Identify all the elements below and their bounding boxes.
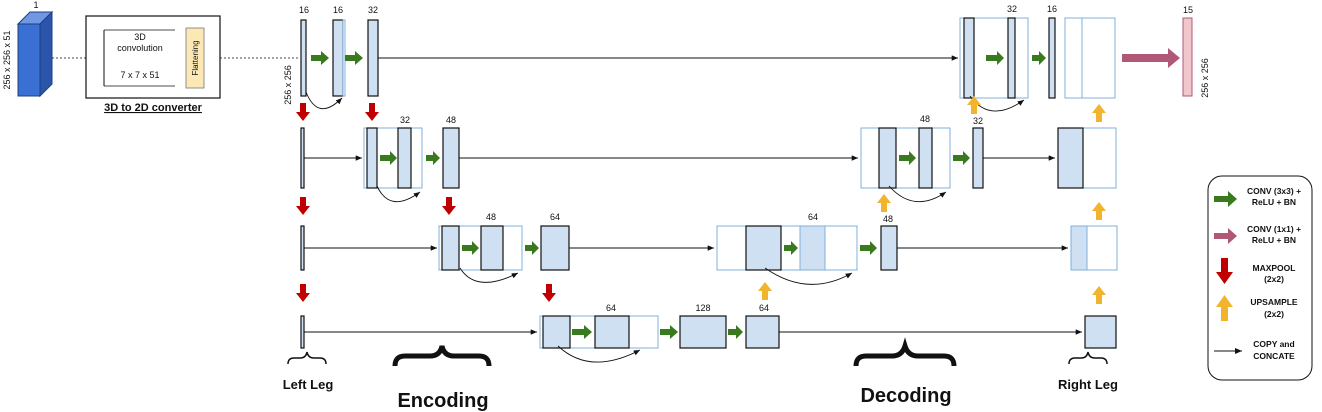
block-l4-3 <box>679 315 727 349</box>
ch-label-d1-b: 16 <box>1047 4 1057 14</box>
right-leg-brace <box>1068 351 1108 365</box>
legend-conv3-label-2: ReLU + BN <box>1252 197 1296 207</box>
ch-label-l1-a: 16 <box>299 5 309 15</box>
legend-upsample-label: UPSAMPLE <box>1250 297 1298 307</box>
flattening-label: Flattening <box>191 40 200 75</box>
encoding-label: Encoding <box>397 390 488 412</box>
legend-conv1-label-2: ReLU + BN <box>1252 235 1296 245</box>
conv1x1-output-arrow <box>1122 48 1180 68</box>
legend-conv3-arrow <box>1214 191 1237 207</box>
block-l1-2 <box>332 19 344 97</box>
block-l3-pool <box>300 225 305 271</box>
block-l2-3 <box>442 127 460 189</box>
input-size-label: 256 x 256 x 51 <box>2 30 12 89</box>
block-r4 <box>1084 315 1117 349</box>
conv-arrows <box>311 51 1046 339</box>
block-l4-1 <box>542 315 571 349</box>
upsample-arrows <box>758 96 1106 304</box>
left-leg-label: Left Leg <box>283 377 334 392</box>
legend-maxpool-label: MAXPOOL <box>1253 263 1296 273</box>
decoding-label: Decoding <box>860 385 951 407</box>
ch-label-l3-b: 64 <box>550 212 560 222</box>
block-l2-1 <box>366 127 378 189</box>
input-channels-label: 1 <box>33 0 38 10</box>
ch-label-l4-c: 64 <box>759 303 769 313</box>
converter-box <box>85 15 221 99</box>
legend-maxpool-arrow <box>1216 258 1233 284</box>
block-l3-2 <box>480 225 504 271</box>
ch-label-d3-a: 64 <box>808 212 818 222</box>
ch-label-d2-b: 32 <box>973 116 983 126</box>
block-l1-2-concat <box>342 19 346 97</box>
input-volume-cube <box>16 10 54 98</box>
block-l1-1 <box>300 19 307 97</box>
legend-upsample-arrow <box>1216 295 1233 321</box>
block-d3-3 <box>880 225 898 271</box>
block-l4-pool <box>300 315 305 349</box>
ch-label-d1-a: 32 <box>1007 4 1017 14</box>
legend-conv1-label: CONV (1x1) + <box>1247 224 1301 234</box>
ch-label-l4-b: 128 <box>695 303 710 313</box>
encoding-brace <box>392 345 492 367</box>
decoding-brace <box>853 337 957 367</box>
block-l4-4 <box>745 315 780 349</box>
ch-label-l2-b: 48 <box>446 115 456 125</box>
block-d1-2 <box>1007 17 1016 99</box>
output-channels-label: 15 <box>1183 5 1193 15</box>
block-l4-2 <box>594 315 630 349</box>
block-d2-3 <box>972 127 984 189</box>
ch-label-l1-c: 32 <box>368 5 378 15</box>
ch-label-l1-b: 16 <box>333 5 343 15</box>
block-r2-inner <box>1057 127 1084 189</box>
legend-copy-label-2: CONCATE <box>1253 351 1295 361</box>
block-d1-3 <box>1048 17 1056 99</box>
right-leg-label: Right Leg <box>1058 377 1118 392</box>
legend: CONV (3x3) + ReLU + BN CONV (1x1) + ReLU… <box>1207 175 1313 381</box>
ch-label-l4-a: 64 <box>606 303 616 313</box>
block-l2-2 <box>397 127 412 189</box>
legend-upsample-label-2: (2x2) <box>1264 309 1284 319</box>
converter-conv-title: 3D <box>134 32 146 42</box>
legend-conv1-arrow <box>1214 228 1237 244</box>
copy-concat-lines <box>304 55 1082 363</box>
legend-copy-label: COPY and <box>1253 339 1294 349</box>
output-size-label: 256 x 256 <box>1200 58 1210 98</box>
output-block <box>1182 17 1193 97</box>
block-d2-2 <box>918 127 933 189</box>
block-d1-1 <box>963 17 975 99</box>
block-d2-1 <box>878 127 897 189</box>
block-d3-1 <box>745 225 782 271</box>
left-leg-brace <box>287 351 327 365</box>
legend-conv3-label: CONV (3x3) + <box>1247 186 1301 196</box>
top-size-label: 256 x 256 <box>283 65 293 105</box>
converter-kernel-label: 7 x 7 x 51 <box>120 70 159 80</box>
block-l2-pool <box>300 127 305 189</box>
ch-label-l3-a: 48 <box>486 212 496 222</box>
ch-label-l2-a: 32 <box>400 115 410 125</box>
converter-conv-title2: convolution <box>117 43 163 53</box>
block-l3-1 <box>441 225 460 271</box>
block-r3-inner <box>1070 225 1088 271</box>
converter-caption: 3D to 2D converter <box>104 102 203 114</box>
block-r1 <box>1064 17 1116 99</box>
maxpool-arrows <box>296 103 556 302</box>
block-d3-2 <box>799 225 826 271</box>
block-l1-3 <box>367 19 379 97</box>
ch-label-d3-b: 48 <box>883 214 893 224</box>
block-l3-3 <box>540 225 570 271</box>
legend-maxpool-label-2: (2x2) <box>1264 274 1284 284</box>
ch-label-d2-a: 48 <box>920 114 930 124</box>
